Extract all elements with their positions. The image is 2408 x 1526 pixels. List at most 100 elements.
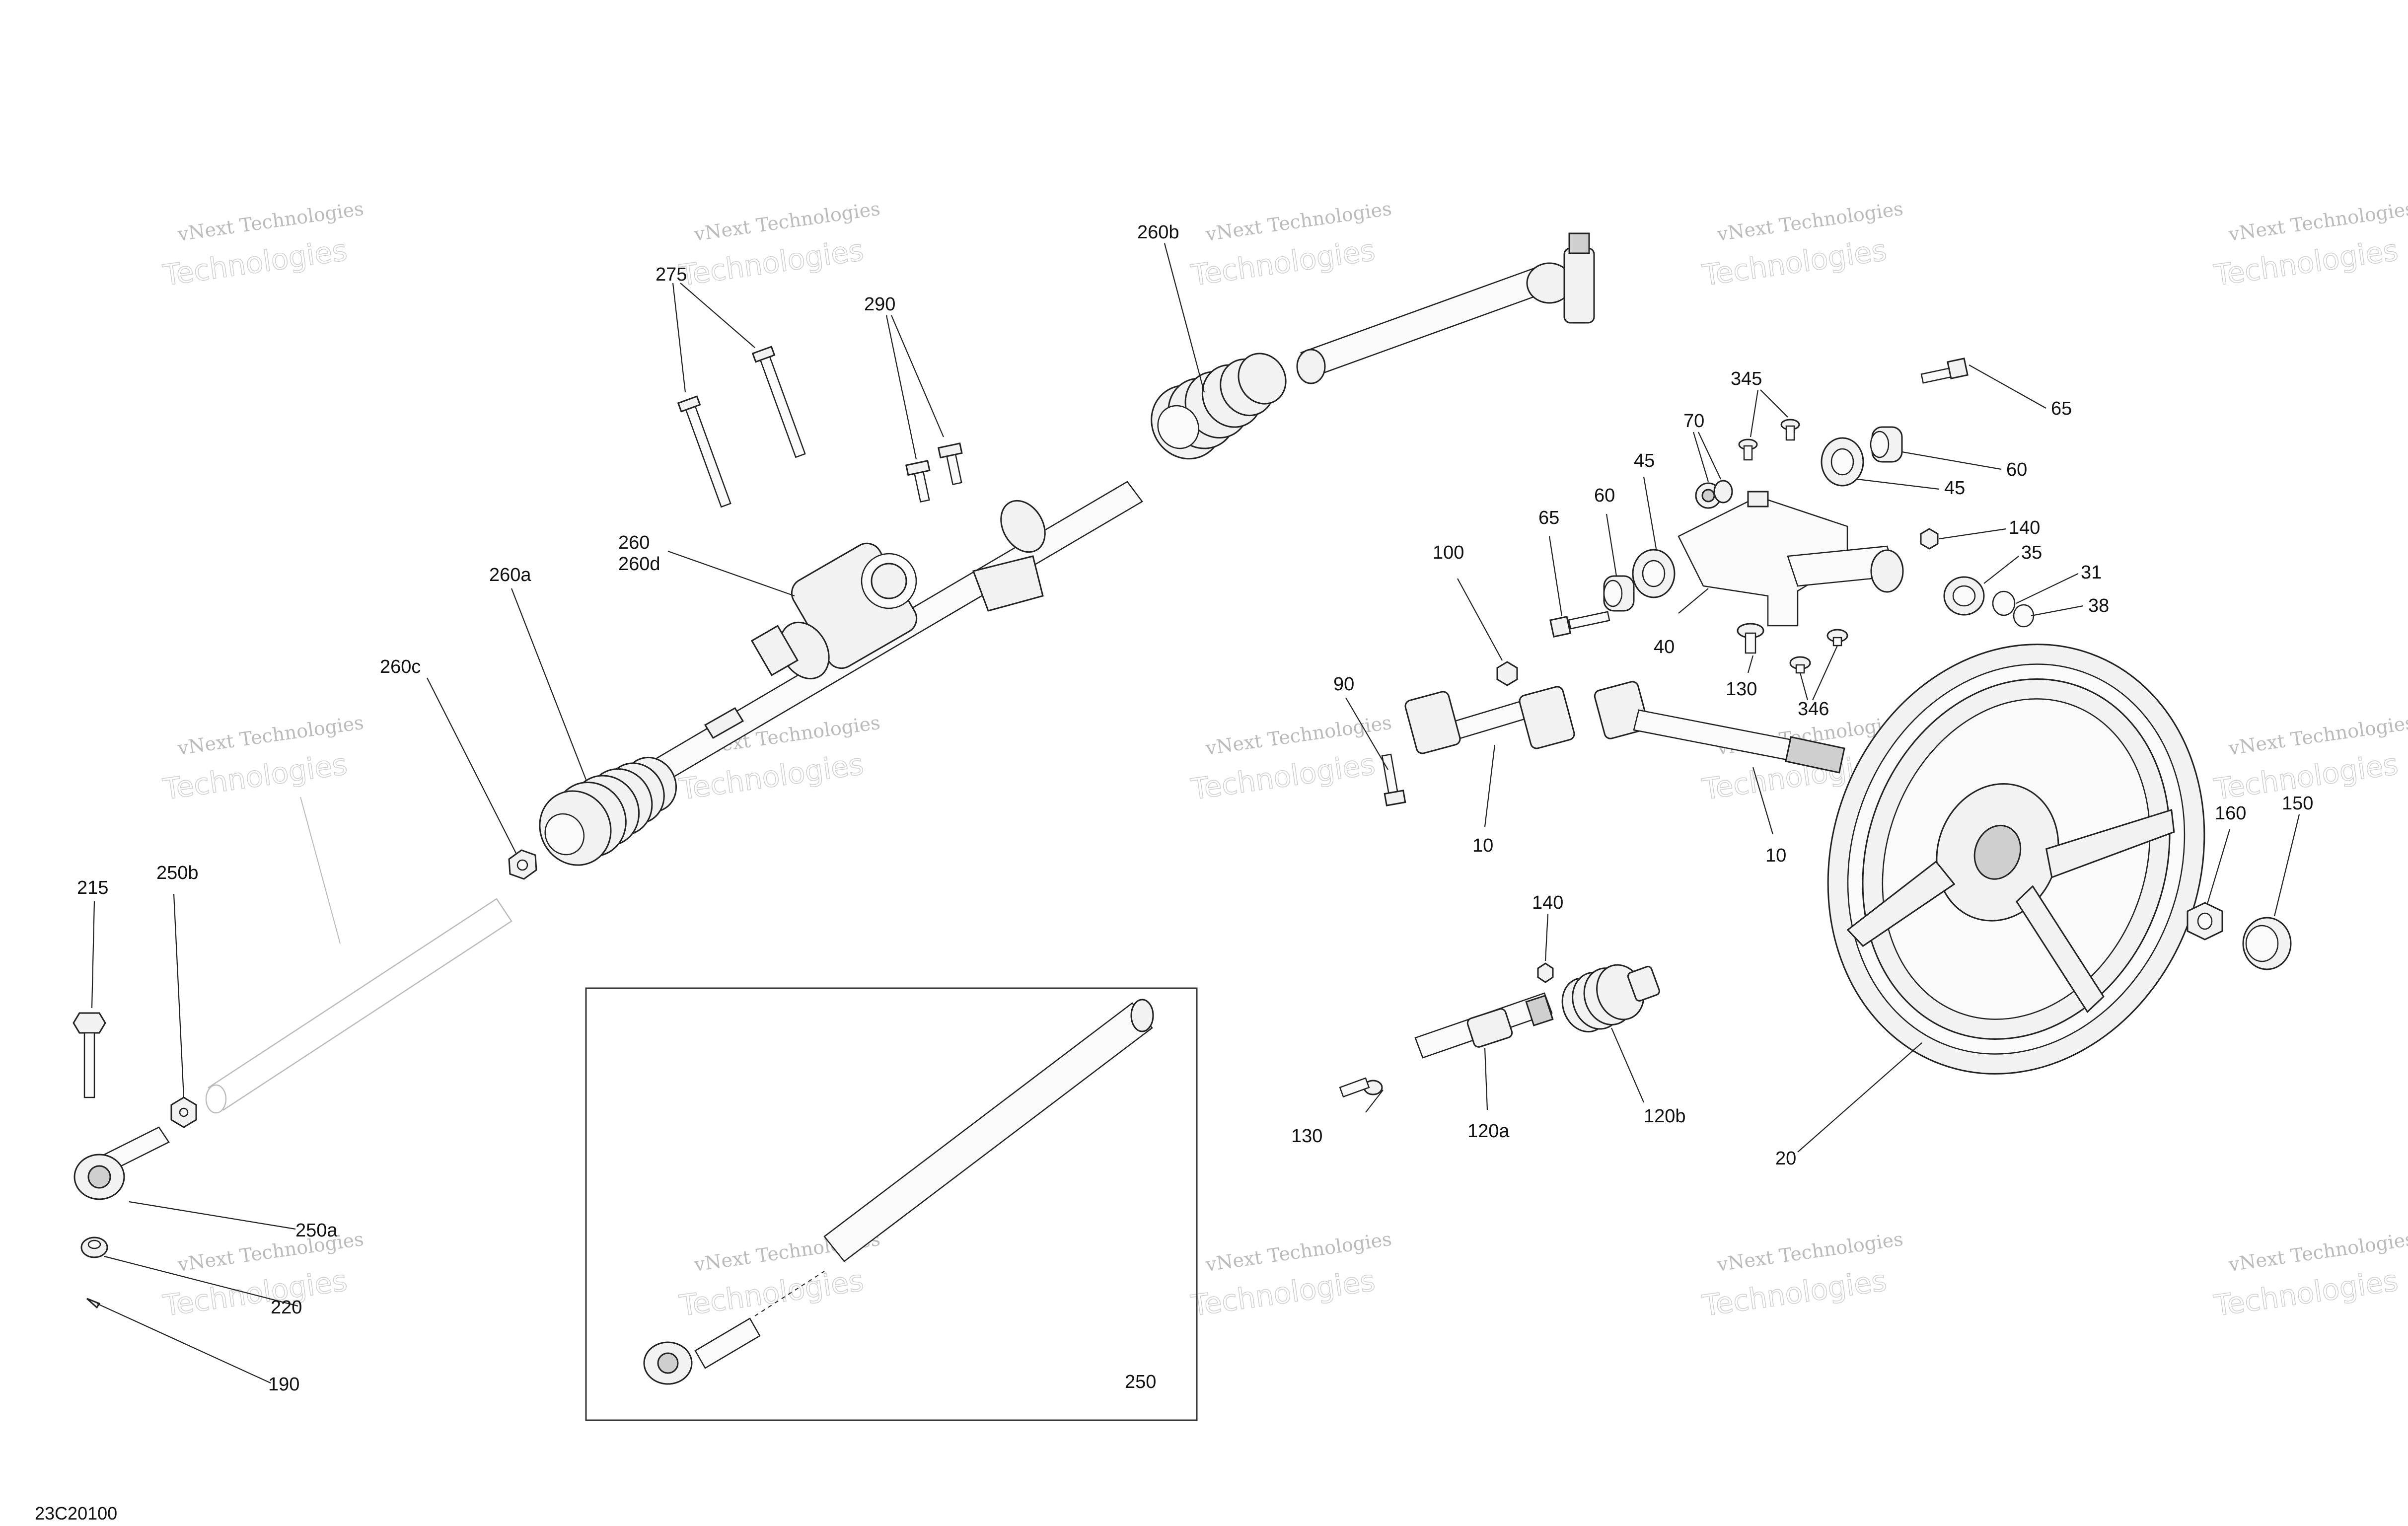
intermediate-shaft-10 — [1404, 681, 1845, 774]
ghost-leader — [300, 797, 341, 944]
bolt-130-top — [1737, 623, 1764, 654]
callout-346: 346 — [1798, 699, 1829, 720]
steering-wheel-20 — [1827, 644, 2205, 1075]
bearing-35 — [1943, 576, 1985, 616]
tie-rod-assembly-250 — [643, 999, 1154, 1385]
callout-60-left: 60 — [1594, 485, 1615, 506]
callout-65-right: 65 — [2051, 398, 2072, 419]
callout-35: 35 — [2021, 542, 2042, 563]
callout-20: 20 — [1775, 1148, 1796, 1169]
inset-box-250 — [585, 987, 1198, 1421]
callout-250: 250 — [1125, 1372, 1156, 1392]
callout-38: 38 — [2088, 595, 2109, 616]
bolt-130-bottom — [1339, 1077, 1383, 1098]
cap-150 — [2242, 917, 2292, 970]
watermark: Technologies vNext Technologies — [1188, 198, 1393, 293]
callout-260b: 260b — [1137, 222, 1179, 243]
callout-260c: 260c — [380, 656, 421, 677]
rack-boot-260b — [1151, 353, 1287, 460]
steering-rack-260 — [645, 481, 1143, 786]
callout-190: 190 — [268, 1374, 299, 1395]
nut-100 — [1496, 661, 1518, 686]
tie-rod-right — [1296, 232, 1595, 384]
screw-346-a — [1826, 629, 1848, 647]
callout-120a: 120a — [1467, 1121, 1510, 1142]
callout-290: 290 — [864, 294, 895, 315]
tie-rod-end-250a — [73, 1126, 170, 1200]
watermark: Technologies vNext Technologies — [160, 712, 365, 807]
callout-60-right: 60 — [2006, 459, 2027, 480]
callout-260a: 260a — [489, 565, 531, 585]
callout-65-left: 65 — [1538, 508, 1559, 528]
callout-220: 220 — [271, 1297, 302, 1318]
callout-160: 160 — [2215, 803, 2246, 824]
callout-140-top: 140 — [2009, 517, 2040, 538]
column-boot-120b — [1561, 964, 1660, 1033]
watermark: Technologies vNext Technologies — [1700, 1228, 1904, 1323]
bolt-275-b — [751, 346, 806, 458]
callout-10-left: 10 — [1472, 835, 1493, 856]
diagram-code: 23C20100 — [35, 1503, 117, 1524]
callout-215: 215 — [77, 877, 108, 898]
bolt-275-a — [677, 395, 731, 508]
nut-160 — [2187, 902, 2223, 941]
callout-45-left: 45 — [1634, 450, 1655, 471]
callout-140-bottom: 140 — [1532, 892, 1563, 913]
watermark: Technologies vNext Technologies — [2211, 1228, 2408, 1323]
nut-140-top — [1920, 528, 1939, 550]
callout-275: 275 — [656, 264, 687, 285]
callout-90: 90 — [1333, 674, 1354, 695]
bolt-215 — [73, 1012, 106, 1098]
nut-140-bottom — [1537, 962, 1554, 983]
callout-260d: 260d — [618, 554, 660, 575]
tie-rod-tube-ghost — [205, 898, 512, 1114]
callout-31: 31 — [2081, 562, 2102, 583]
bolt-65-right — [1920, 358, 1969, 384]
nut-260c — [508, 849, 537, 880]
callout-labels: 275 290 260b 260 260d 260a 260c 215 250b… — [77, 222, 2313, 1395]
callout-250b: 250b — [156, 863, 199, 883]
bolt-290-b — [937, 442, 963, 486]
screw-345-a — [1738, 438, 1758, 461]
callout-100: 100 — [1433, 542, 1464, 563]
leader-lines — [91, 243, 2300, 1384]
watermark: Technologies vNext Technologies — [2211, 712, 2408, 807]
nut-250b — [170, 1096, 197, 1128]
callout-45-right: 45 — [1944, 478, 1965, 499]
watermark: Technologies vNext Technologies — [677, 198, 881, 293]
bushing-70 — [1695, 480, 1733, 509]
bolt-290-a — [905, 460, 931, 503]
cotter-pin-190 — [86, 1298, 101, 1309]
callout-120b: 120b — [1644, 1106, 1686, 1127]
screw-345-b — [1780, 419, 1800, 441]
bushing-45-right — [1821, 437, 1864, 487]
circlip-38 — [2013, 604, 2035, 628]
ring-31 — [1992, 590, 2016, 616]
screw-346-b — [1789, 656, 1811, 674]
spacer-60-right — [1870, 426, 1903, 463]
callout-260: 260 — [618, 532, 650, 553]
spacer-60-left — [1603, 575, 1635, 612]
callout-150: 150 — [2282, 793, 2313, 814]
steering-bracket-40 — [1678, 491, 1904, 627]
bolt-90 — [1381, 753, 1406, 806]
watermark: Technologies vNext Technologies — [1188, 712, 1393, 807]
bushing-45-left — [1632, 549, 1676, 598]
washer-220 — [80, 1236, 108, 1258]
bolt-65-left — [1549, 611, 1610, 638]
callout-250a: 250a — [295, 1220, 338, 1241]
watermark: Technologies vNext Technologies — [1700, 198, 1904, 293]
watermark: Technologies vNext Technologies — [2211, 198, 2408, 293]
callout-130-top: 130 — [1726, 679, 1757, 700]
watermark: Technologies vNext Technologies — [1188, 1228, 1393, 1323]
watermark: Technologies vNext Technologies — [160, 198, 365, 293]
rack-boot-260a — [539, 756, 677, 866]
callout-345: 345 — [1731, 368, 1762, 389]
callout-130-bottom: 130 — [1291, 1126, 1322, 1147]
callout-40: 40 — [1654, 637, 1675, 657]
callout-10-right: 10 — [1765, 845, 1786, 866]
callout-70: 70 — [1683, 411, 1704, 432]
watermark: Technologies vNext Technologies — [160, 1228, 365, 1323]
shaft-120a — [1414, 992, 1554, 1059]
